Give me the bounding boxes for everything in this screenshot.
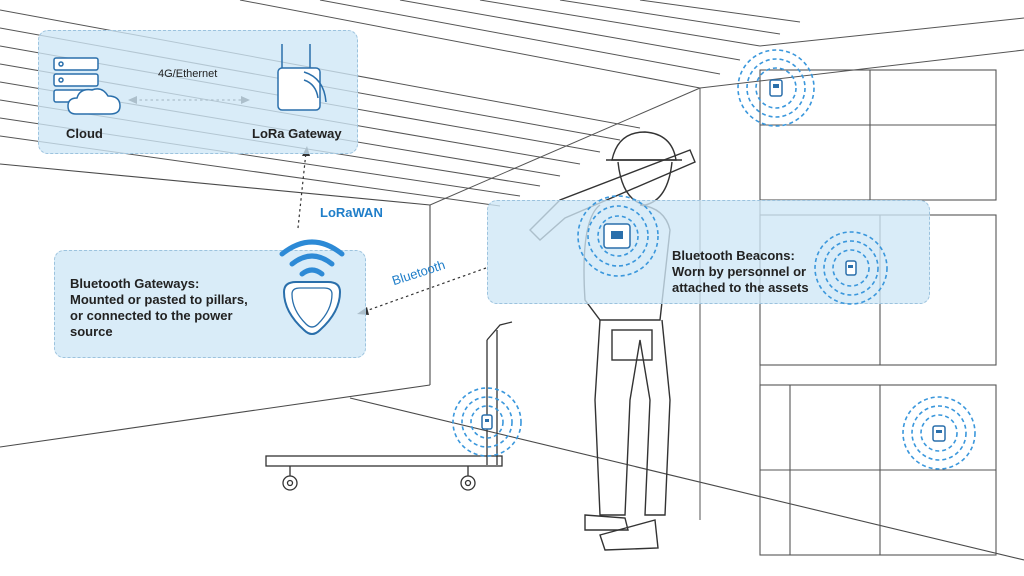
floor-edge-left — [0, 384, 431, 448]
bt-gateway-line-1: Mounted or pasted to pillars, — [70, 292, 248, 307]
signal-wave-inner — [299, 267, 325, 277]
lora-gateway-icon — [277, 44, 327, 111]
cloud-server-icon — [53, 57, 121, 115]
lorawan-label: LoRaWAN — [320, 205, 383, 220]
arrow-lorawan — [297, 151, 307, 229]
bt-gateway-line-3: source — [70, 324, 113, 339]
cloud-label: Cloud — [66, 126, 103, 141]
bt-beacon-line-1: Worn by personnel or — [672, 264, 807, 279]
bt-gateway-line-2: or connected to the power — [70, 308, 233, 323]
worker-illustration — [529, 131, 696, 551]
bt-beacon-title: Bluetooth Beacons: — [672, 248, 795, 263]
shelving-boxes — [759, 69, 997, 556]
link-4g-ethernet-label: 4G/Ethernet — [158, 68, 218, 80]
wall-top-edge — [0, 163, 431, 206]
lora-gateway-label: LoRa Gateway — [252, 126, 342, 141]
signal-wave-middle — [289, 253, 335, 267]
bt-gateway-title: Bluetooth Gateways: — [70, 276, 200, 291]
bluetooth-beacons-description: Bluetooth Beacons: Worn by personnel or … — [672, 248, 809, 296]
bluetooth-gateway-icon — [279, 239, 345, 335]
bluetooth-gateways-description: Bluetooth Gateways: Mounted or pasted to… — [70, 276, 248, 340]
signal-wave-outer — [279, 239, 345, 257]
bt-beacon-line-2: attached to the assets — [672, 280, 809, 295]
